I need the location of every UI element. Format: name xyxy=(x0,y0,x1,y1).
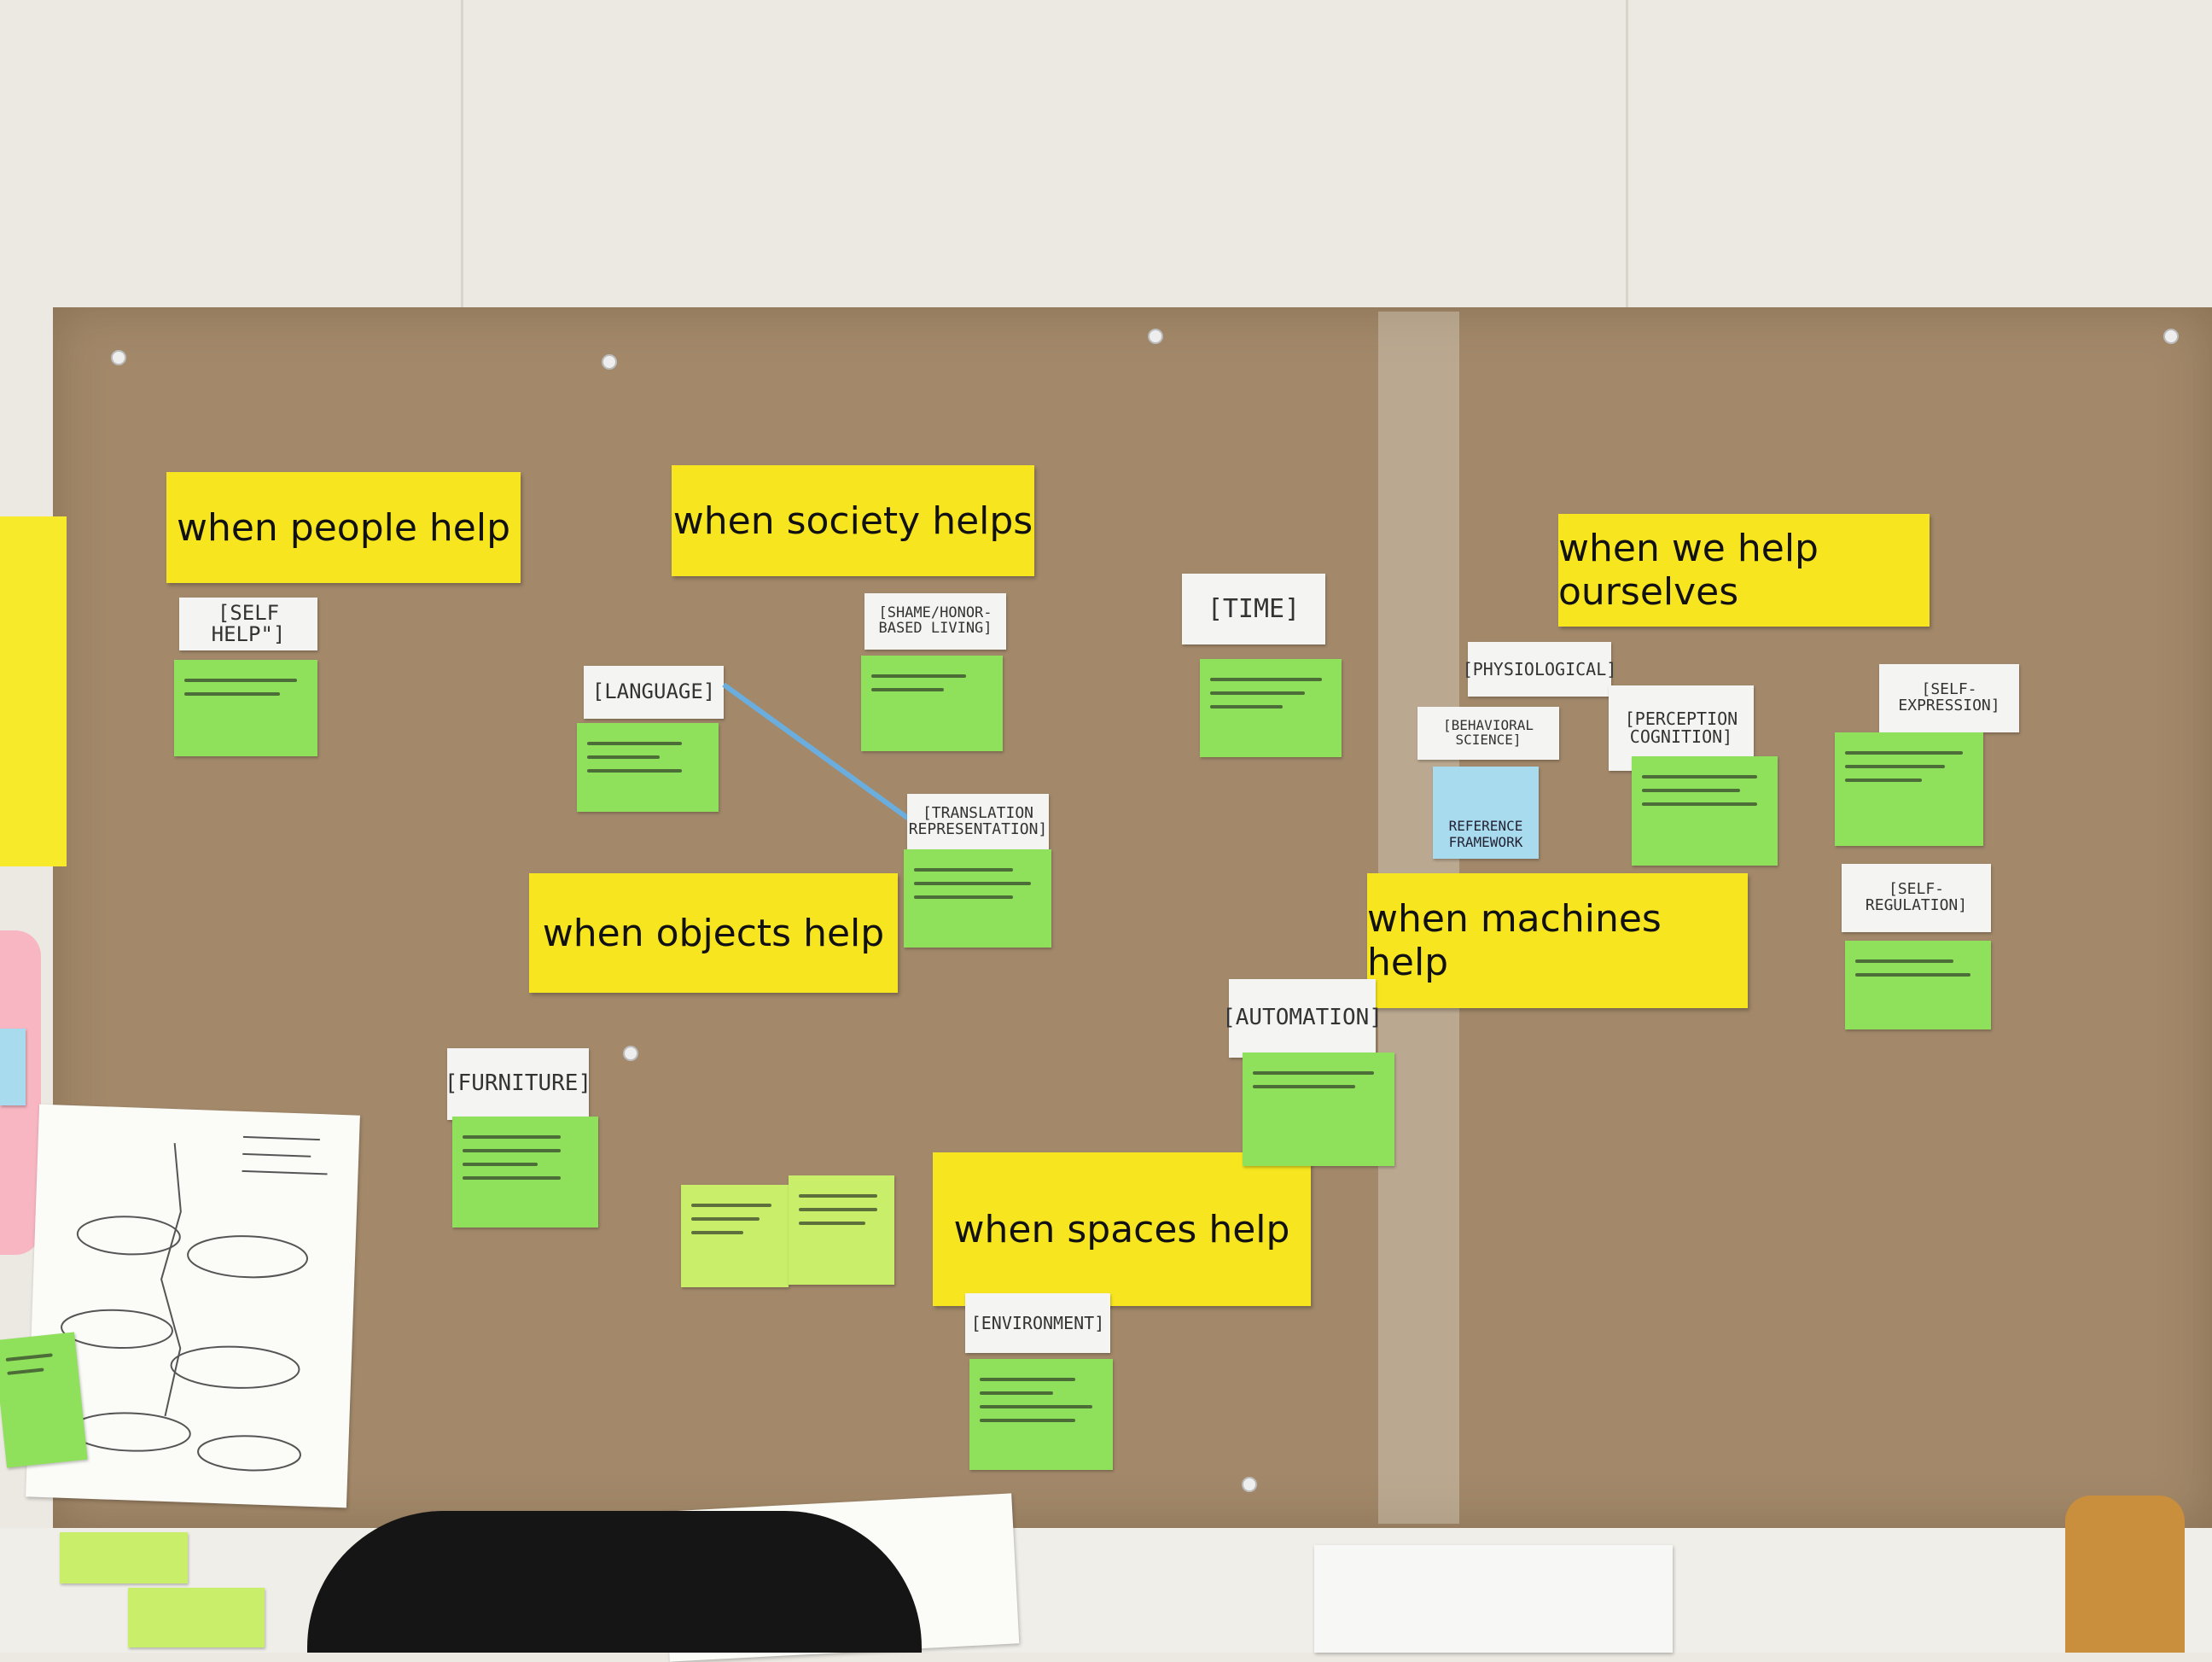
sticky-note xyxy=(904,849,1051,948)
scribble xyxy=(980,1419,1076,1422)
scribble xyxy=(7,1368,44,1375)
sticky-note xyxy=(174,660,317,756)
sticky-note xyxy=(452,1117,598,1228)
label-automation: [AUTOMATION] xyxy=(1222,979,1382,1058)
scribble xyxy=(587,742,682,745)
pushpin xyxy=(2163,329,2179,344)
scribble xyxy=(691,1217,760,1221)
header-when-we-help-ourselves: when we help ourselves xyxy=(1558,514,1930,627)
scribble xyxy=(1253,1085,1356,1088)
scribble xyxy=(914,895,1014,899)
label-environment: [ENVIRONMENT] xyxy=(965,1293,1110,1353)
scribble xyxy=(871,688,945,691)
header-when-objects-help: when objects help xyxy=(529,873,898,993)
scribble xyxy=(1210,705,1284,709)
sticky-note xyxy=(1835,732,1983,846)
pushpin xyxy=(111,350,126,365)
pushpin xyxy=(1148,329,1163,344)
scribble xyxy=(799,1194,877,1198)
scribble xyxy=(914,868,1014,872)
sticky-note xyxy=(789,1175,894,1285)
scribble xyxy=(1210,678,1322,681)
scribble xyxy=(980,1405,1093,1408)
scribble xyxy=(463,1163,538,1166)
scribble xyxy=(799,1222,865,1225)
sticky-note xyxy=(969,1359,1113,1470)
label-behavioral-science: [BEHAVIORAL SCIENCE] xyxy=(1417,707,1559,760)
mind-map-sketch xyxy=(61,1135,328,1472)
sticky-note xyxy=(681,1185,789,1287)
scribble xyxy=(799,1208,877,1211)
backpack xyxy=(307,1511,922,1653)
pushpin xyxy=(623,1046,638,1061)
scribble xyxy=(463,1135,561,1139)
scribble xyxy=(1855,973,1971,977)
label-time: [TIME] xyxy=(1182,574,1325,644)
scribble xyxy=(691,1231,744,1234)
sticky-note-reference-framework: REFERENCE FRAMEWORK xyxy=(1433,767,1539,859)
yellow-note-left xyxy=(0,516,67,866)
scribble xyxy=(1855,959,1953,963)
header-when-people-help: when people help xyxy=(166,472,521,583)
sticky-note-bottom-left xyxy=(0,1332,88,1468)
header-when-spaces-help: when spaces help xyxy=(933,1152,1311,1306)
header-when-machines-help: when machines help xyxy=(1367,873,1748,1008)
scribble xyxy=(1210,691,1305,695)
scribble xyxy=(1642,802,1758,806)
label-language: [LANGUAGE] xyxy=(584,666,724,719)
sticky-note xyxy=(1632,756,1778,866)
sticky-note-blue-left xyxy=(0,1029,26,1105)
sticky-note-desk xyxy=(128,1588,265,1647)
scribble xyxy=(980,1378,1076,1381)
scribble xyxy=(587,755,661,759)
label-self-regulation: [SELF-REGULATION] xyxy=(1842,864,1991,932)
sticky-note xyxy=(1845,941,1991,1029)
label-self-help: [SELF HELP"] xyxy=(179,598,317,650)
scribble xyxy=(871,674,966,678)
pushpin xyxy=(602,354,617,370)
box-on-desk xyxy=(1314,1545,1673,1653)
scribble xyxy=(5,1353,54,1362)
scribble xyxy=(463,1149,561,1152)
scribble xyxy=(1845,751,1963,755)
label-furniture: [FURNITURE] xyxy=(445,1048,591,1120)
scribble xyxy=(184,692,281,696)
pushpin xyxy=(1242,1477,1257,1492)
label-translation-representation: [TRANSLATION REPRESENTATION] xyxy=(907,794,1049,850)
label-physiological: [PHYSIOLOGICAL] xyxy=(1463,642,1616,697)
scribble xyxy=(1642,775,1758,779)
mind-map-sheet xyxy=(26,1104,360,1508)
label-shame-honor: [SHAME/HONOR-BASED LIVING] xyxy=(864,593,1006,650)
scribble xyxy=(914,882,1032,885)
sticky-note xyxy=(861,656,1003,751)
sticky-note xyxy=(577,723,719,812)
chair-back xyxy=(2065,1496,2185,1653)
scribble xyxy=(1253,1071,1374,1075)
sticky-note-desk xyxy=(60,1532,188,1583)
scribble xyxy=(1845,779,1922,782)
scribble xyxy=(1642,789,1740,792)
sticky-note xyxy=(1200,659,1342,757)
scribble xyxy=(587,769,682,773)
label-self-expression: [SELF-EXPRESSION] xyxy=(1879,664,2019,732)
sticky-note xyxy=(1243,1053,1394,1166)
header-when-society-helps: when society helps xyxy=(672,465,1034,576)
scribble xyxy=(1845,765,1945,768)
scribble xyxy=(463,1176,561,1180)
scribble xyxy=(980,1391,1054,1395)
reference-framework-text: REFERENCE FRAMEWORK xyxy=(1448,818,1523,850)
scribble xyxy=(691,1204,771,1207)
scribble xyxy=(184,679,298,682)
